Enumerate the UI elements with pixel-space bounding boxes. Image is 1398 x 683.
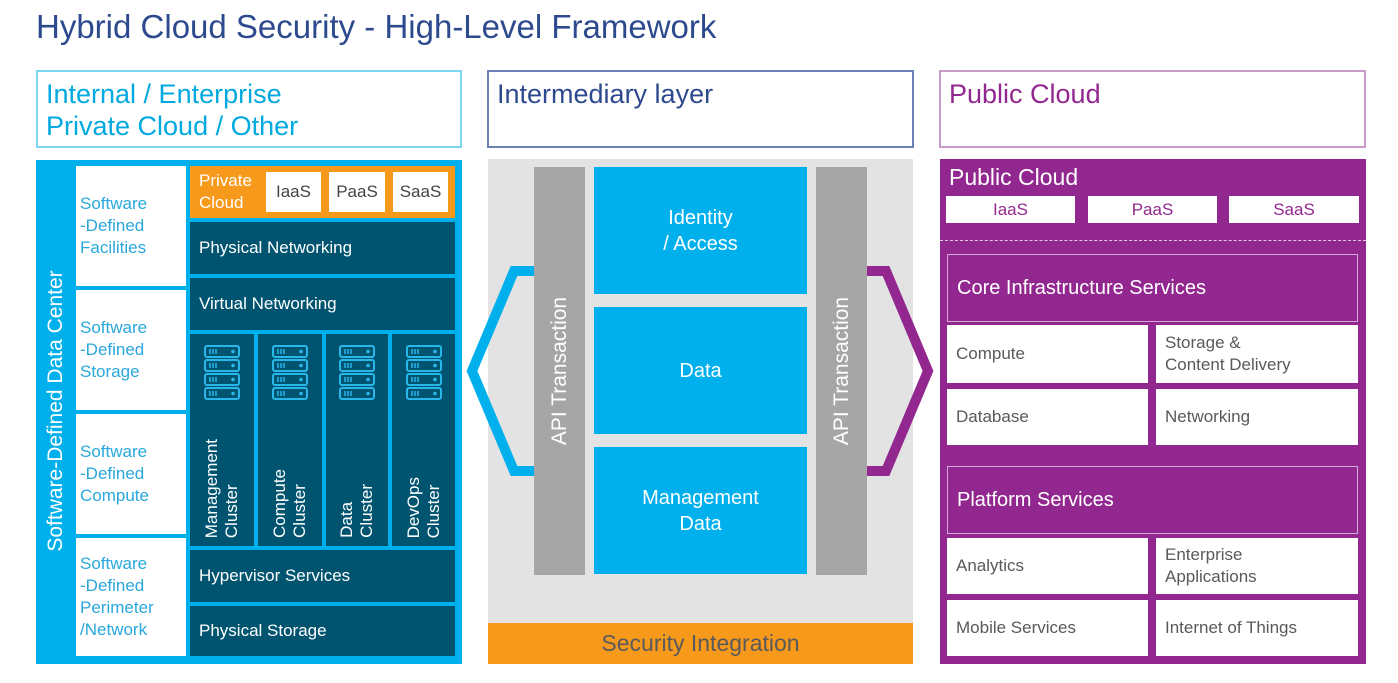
sdf-perimeter-l3: Perimeter: [80, 598, 154, 617]
sdf-perimeter-l4: /Network: [80, 620, 148, 639]
identity-access-l1: Identity: [668, 206, 733, 229]
management-cluster: Management Cluster: [190, 334, 254, 546]
core-cell-storage-l2: Content Delivery: [1165, 355, 1291, 374]
data-cluster-l1: Data: [337, 502, 356, 538]
sdf-facilities-l2: -Defined: [80, 216, 145, 235]
devops-cluster: DevOps Cluster: [392, 334, 455, 546]
core-cell-storage: Storage & Content Delivery: [1156, 325, 1358, 383]
sdf-storage-l3: Storage: [80, 362, 140, 381]
sdf-facilities: Software -Defined Facilities: [76, 166, 186, 286]
private-chip-iaas: IaaS: [266, 172, 321, 212]
page-title: Hybrid Cloud Security - High-Level Frame…: [36, 8, 717, 45]
private-cloud-l1: Private: [199, 171, 252, 190]
left-connector-arrow: [466, 266, 536, 476]
core-cell-database: Database: [947, 389, 1148, 445]
sdf-storage-l1: Software: [80, 318, 148, 337]
management-cluster-l2: Cluster: [222, 484, 241, 538]
platform-services: Platform Services: [947, 466, 1358, 534]
platform-cell-enterprise-l1: Enterprise: [1165, 545, 1243, 564]
hypervisor-services: Hypervisor Services: [190, 550, 455, 602]
platform-cell-mobile: Mobile Services: [947, 600, 1148, 656]
platform-cell-enterprise-l2: Applications: [1165, 567, 1257, 586]
identity-access-block: Identity / Access: [594, 167, 807, 294]
platform-cell-analytics-l1: Analytics: [956, 556, 1025, 575]
core-cell-networking: Networking: [1156, 389, 1358, 445]
data-cluster-label: Data Cluster: [337, 484, 377, 538]
physical-networking: Physical Networking: [190, 222, 455, 274]
header-public-label: Public Cloud: [949, 79, 1101, 109]
header-public: Public Cloud: [939, 70, 1366, 148]
management-cluster-label: Management Cluster: [202, 439, 242, 538]
right-connector-arrow: [864, 266, 934, 476]
identity-access-l2: / Access: [663, 232, 738, 255]
data-block: Data: [594, 307, 807, 434]
sdf-facilities-l3: Facilities: [80, 238, 147, 257]
compute-cluster-l1: Compute: [270, 469, 289, 538]
header-intermediary-label: Intermediary layer: [497, 79, 714, 109]
sdf-perimeter-l2: -Defined: [80, 576, 145, 595]
devops-cluster-l1: DevOps: [403, 476, 423, 538]
platform-cell-enterprise: Enterprise Applications: [1156, 538, 1358, 594]
public-cloud-panel-title: Public Cloud: [949, 164, 1079, 190]
server-rack-icon: [204, 345, 240, 400]
management-data-block: Management Data: [594, 447, 807, 574]
sdf-facilities-l1: Software: [80, 194, 148, 213]
compute-cluster-label: Compute Cluster: [270, 469, 310, 538]
management-cluster-l1: Management: [202, 438, 221, 538]
server-rack-icon: [339, 345, 375, 400]
data-cluster-l2: Cluster: [357, 484, 376, 538]
header-internal-line1: Internal / Enterprise: [46, 79, 282, 109]
api-transaction-left: API Transaction: [534, 167, 585, 575]
platform-cell-iot: Internet of Things: [1156, 600, 1358, 656]
devops-cluster-label: DevOps Cluster: [404, 477, 444, 538]
server-rack-icon: [405, 345, 442, 400]
header-internal: Internal / Enterprise Private Cloud / Ot…: [36, 70, 462, 148]
platform-cell-iot-l1: Internet of Things: [1165, 618, 1297, 637]
sdf-perimeter-l1: Software: [80, 554, 148, 573]
api-transaction-left-label: API Transaction: [547, 296, 571, 446]
api-transaction-right: API Transaction: [816, 167, 867, 575]
devops-cluster-l2: Cluster: [423, 484, 443, 538]
platform-cell-mobile-l1: Mobile Services: [956, 618, 1076, 637]
sdf-perimeter: Software -Defined Perimeter /Network: [76, 538, 186, 656]
data-cluster: Data Cluster: [326, 334, 388, 546]
header-intermediary: Intermediary layer: [487, 70, 914, 148]
core-cell-networking-l1: Networking: [1165, 407, 1251, 426]
private-chip-paas: PaaS: [329, 172, 385, 212]
compute-cluster-l2: Cluster: [290, 484, 309, 538]
platform-cell-analytics: Analytics: [947, 538, 1148, 594]
header-internal-line2: Private Cloud / Other: [46, 111, 299, 141]
sdf-compute-l2: -Defined: [80, 464, 145, 483]
public-chip-iaas: IaaS: [946, 196, 1075, 223]
physical-storage: Physical Storage: [190, 606, 455, 656]
sddc-vertical-label: Software-Defined Data Center: [36, 160, 76, 662]
core-cell-database-l1: Database: [956, 407, 1029, 426]
data-block-label: Data: [679, 359, 722, 382]
api-transaction-right-label: API Transaction: [829, 296, 853, 446]
virtual-networking: Virtual Networking: [190, 278, 455, 330]
sdf-compute-l3: Compute: [80, 486, 149, 505]
private-cloud-l2: Cloud: [199, 193, 244, 212]
sdf-storage-l2: -Defined: [80, 340, 145, 359]
security-integration-bar: Security Integration: [488, 623, 913, 664]
core-cell-storage-l1: Storage &: [1165, 333, 1241, 352]
sddc-vertical-text: Software-Defined Data Center: [44, 270, 67, 552]
core-infrastructure-services: Core Infrastructure Services: [947, 254, 1358, 322]
private-chip-saas: SaaS: [393, 172, 448, 212]
dashed-divider: [940, 240, 1366, 241]
core-cell-compute: Compute: [947, 325, 1148, 383]
private-cloud-label: Private Cloud: [199, 170, 252, 214]
management-data-l1: Management: [642, 486, 759, 509]
sdf-compute: Software -Defined Compute: [76, 414, 186, 534]
compute-cluster: Compute Cluster: [258, 334, 322, 546]
sdf-compute-l1: Software: [80, 442, 148, 461]
core-cell-compute-l1: Compute: [956, 344, 1025, 363]
public-chip-paas: PaaS: [1088, 196, 1217, 223]
sdf-storage: Software -Defined Storage: [76, 290, 186, 410]
management-data-l2: Data: [679, 512, 722, 535]
server-rack-icon: [272, 345, 308, 400]
public-chip-saas: SaaS: [1229, 196, 1359, 223]
